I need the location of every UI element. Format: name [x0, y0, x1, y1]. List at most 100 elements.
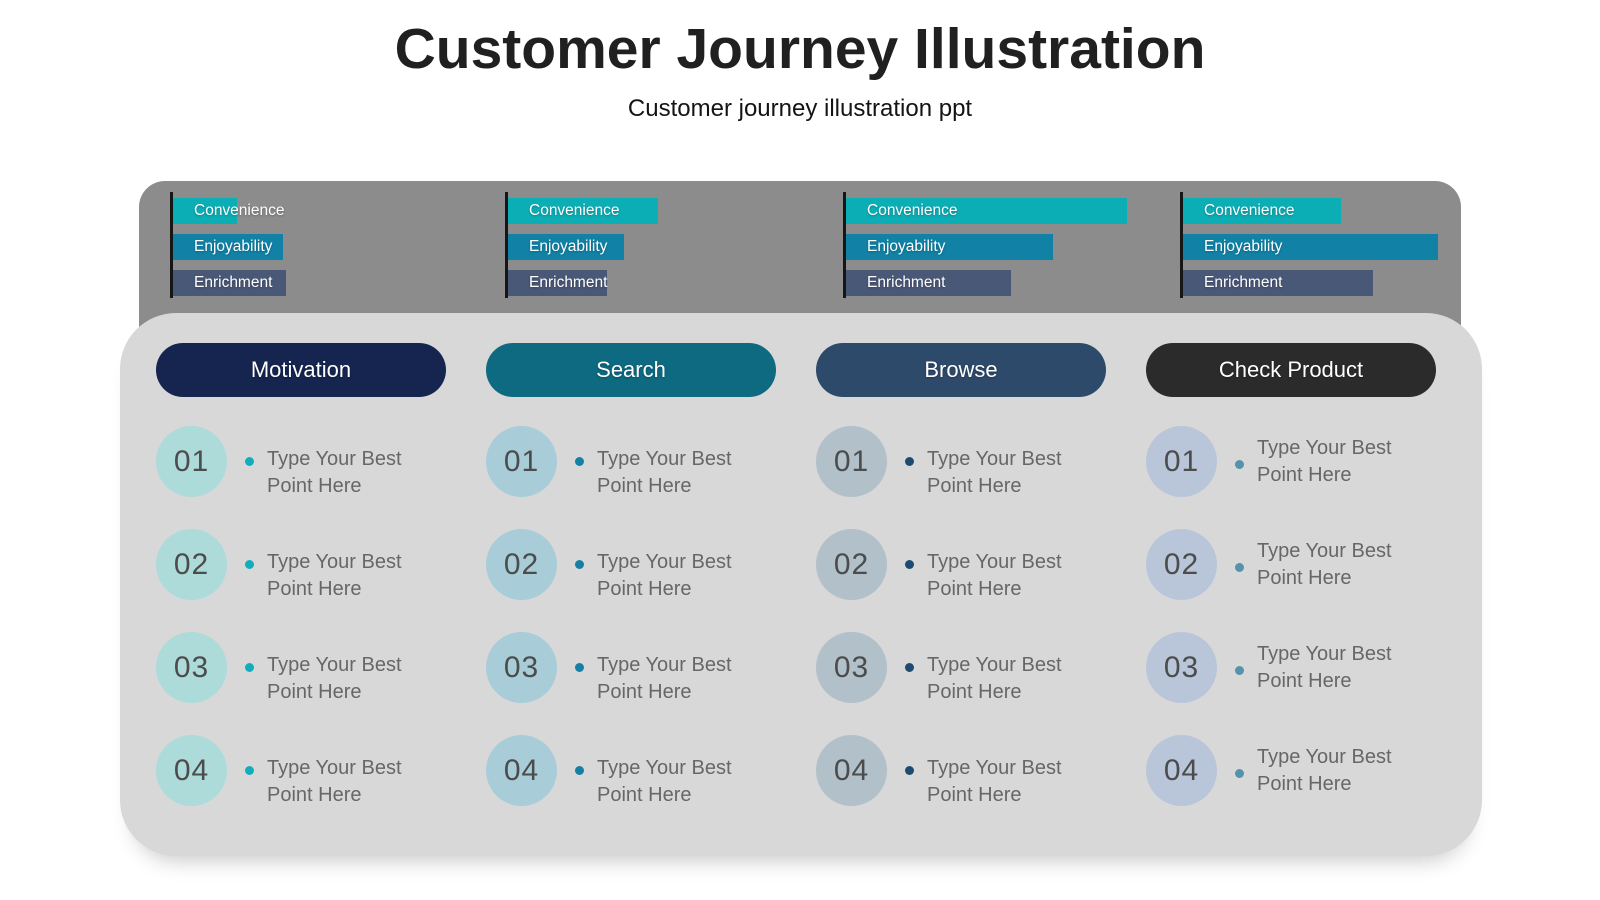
point-number: 03 — [173, 650, 210, 684]
bullet-dot-icon — [905, 663, 914, 672]
bar-label: Enrichment — [194, 274, 273, 291]
journey-point: 04 Type Your Best Point Here — [486, 735, 786, 815]
stage-pill-check-product: Check Product — [1146, 343, 1436, 397]
stage-pill-browse: Browse — [816, 343, 1106, 397]
stage-pill-motivation: Motivation — [156, 343, 446, 397]
journey-point: 02 Type Your Best Point Here — [156, 529, 456, 609]
axis-line — [1180, 192, 1183, 298]
point-number: 04 — [503, 753, 540, 787]
point-number-badge: 04 — [486, 735, 557, 806]
point-number: 03 — [503, 650, 540, 684]
axis-line — [170, 192, 173, 298]
bullet-dot-icon — [245, 457, 254, 466]
journey-point: 02 Type Your Best Point Here — [816, 529, 1116, 609]
bar-label: Enrichment — [867, 274, 946, 291]
point-number-badge: 01 — [486, 426, 557, 497]
point-text: Type Your Best Point Here — [927, 551, 1062, 600]
point-text: Type Your Best Point Here — [597, 551, 732, 600]
point-text: Type Your Best Point Here — [1257, 540, 1392, 589]
bar-enrichment: Enrichment — [846, 270, 1011, 296]
bar-enjoyability: Enjoyability — [1183, 234, 1438, 260]
point-number-badge: 01 — [156, 426, 227, 497]
journey-point: 02 Type Your Best Point Here — [1146, 529, 1446, 609]
point-text: Type Your Best Point Here — [267, 551, 402, 600]
point-number-badge: 02 — [486, 529, 557, 600]
bar-group-browse: Convenience Enjoyability Enrichment — [843, 181, 1143, 313]
point-number: 02 — [503, 547, 540, 581]
bar-enjoyability: Enjoyability — [173, 234, 283, 260]
bullet-dot-icon — [905, 560, 914, 569]
journey-column-check-product: Check Product 01 Type Your Best Point He… — [1146, 313, 1446, 856]
stage-label: Check Product — [1218, 357, 1364, 382]
point-number-badge: 02 — [816, 529, 887, 600]
journey-point: 01 Type Your Best Point Here — [156, 426, 456, 506]
bullet-dot-icon — [245, 560, 254, 569]
bullet-dot-icon — [1235, 563, 1244, 572]
point-number: 02 — [833, 547, 870, 581]
bar-convenience: Convenience — [846, 198, 1127, 224]
point-number-badge: 04 — [156, 735, 227, 806]
journey-column-motivation: Motivation 01 Type Your Best Point Here … — [156, 313, 456, 856]
point-text: Type Your Best Point Here — [927, 757, 1062, 806]
journey-point: 03 Type Your Best Point Here — [816, 632, 1116, 712]
point-number: 01 — [503, 444, 540, 478]
journey-point: 03 Type Your Best Point Here — [486, 632, 786, 712]
page-title: Customer Journey Illustration — [394, 17, 1206, 81]
stage-label: Search — [596, 357, 666, 382]
bar-label: Enjoyability — [529, 238, 608, 255]
point-number: 02 — [173, 547, 210, 581]
point-number-badge: 01 — [816, 426, 887, 497]
bar-group-check-product: Convenience Enjoyability Enrichment — [1180, 181, 1480, 313]
bar-convenience: Convenience — [173, 198, 284, 224]
bullet-dot-icon — [905, 766, 914, 775]
bar-label: Convenience — [529, 202, 620, 219]
bullet-dot-icon — [1235, 460, 1244, 469]
point-number-badge: 01 — [1146, 426, 1217, 497]
point-number-badge: 03 — [156, 632, 227, 703]
bullet-dot-icon — [905, 457, 914, 466]
point-number: 04 — [833, 753, 870, 787]
journey-panel: Motivation 01 Type Your Best Point Here … — [120, 313, 1482, 856]
axis-line — [843, 192, 846, 298]
point-text: Type Your Best Point Here — [267, 654, 402, 703]
bar-enrichment: Enrichment — [508, 270, 607, 296]
point-number: 03 — [833, 650, 870, 684]
point-text: Type Your Best Point Here — [1257, 746, 1392, 795]
bar-label: Enjoyability — [194, 238, 273, 255]
bullet-dot-icon — [245, 766, 254, 775]
bar-label: Enjoyability — [1204, 238, 1283, 255]
stage-pill-search: Search — [486, 343, 776, 397]
bar-label: Enrichment — [529, 274, 608, 291]
point-number: 04 — [173, 753, 210, 787]
bar-label: Enrichment — [1204, 274, 1283, 291]
journey-column-search: Search 01 Type Your Best Point Here 02 T… — [486, 313, 786, 856]
axis-line — [505, 192, 508, 298]
bullet-dot-icon — [1235, 769, 1244, 778]
point-number-badge: 04 — [816, 735, 887, 806]
bullet-dot-icon — [245, 663, 254, 672]
bar-group-motivation: Convenience Enjoyability Enrichment — [170, 181, 470, 313]
point-number: 01 — [833, 444, 870, 478]
stage-label: Motivation — [250, 357, 352, 382]
journey-point: 01 Type Your Best Point Here — [816, 426, 1116, 506]
bar-convenience: Convenience — [508, 198, 658, 224]
point-text: Type Your Best Point Here — [597, 448, 732, 497]
point-number-badge: 04 — [1146, 735, 1217, 806]
point-number-badge: 03 — [1146, 632, 1217, 703]
journey-point: 04 Type Your Best Point Here — [1146, 735, 1446, 815]
bullet-dot-icon — [575, 766, 584, 775]
bullet-dot-icon — [575, 663, 584, 672]
point-text: Type Your Best Point Here — [597, 654, 732, 703]
bar-label: Enjoyability — [867, 238, 946, 255]
point-text: Type Your Best Point Here — [1257, 643, 1392, 692]
point-text: Type Your Best Point Here — [927, 654, 1062, 703]
stage-label: Browse — [924, 357, 998, 382]
journey-point: 01 Type Your Best Point Here — [1146, 426, 1446, 506]
bar-enjoyability: Enjoyability — [508, 234, 624, 260]
journey-point: 04 Type Your Best Point Here — [156, 735, 456, 815]
point-text: Type Your Best Point Here — [267, 757, 402, 806]
bar-group-search: Convenience Enjoyability Enrichment — [505, 181, 805, 313]
bar-label: Convenience — [867, 202, 958, 219]
bar-convenience: Convenience — [1183, 198, 1341, 224]
point-number-badge: 02 — [156, 529, 227, 600]
